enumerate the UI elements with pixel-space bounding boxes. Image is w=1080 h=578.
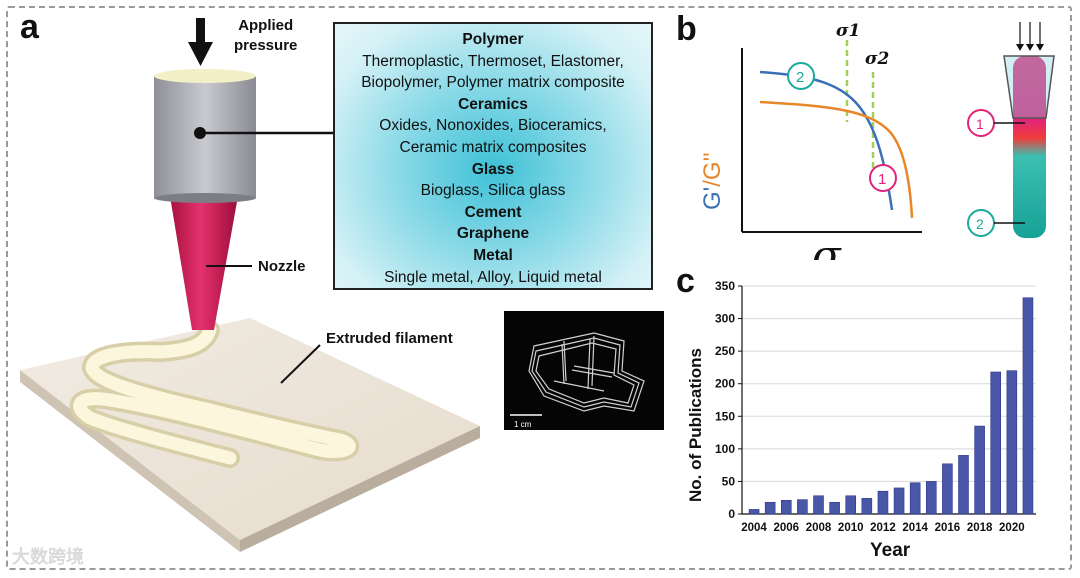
bar-2010 bbox=[845, 495, 857, 515]
g-double-prime-curve bbox=[759, 100, 914, 219]
materials-line: Thermoplastic, Thermoset, Elastomer, bbox=[362, 52, 624, 70]
x-tick-label: 2016 bbox=[935, 522, 961, 534]
printed-lattice-photo: 1 cm bbox=[504, 311, 664, 430]
schematic-marker-1-label: 1 bbox=[976, 116, 984, 132]
schematic-marker-2-label: 2 bbox=[976, 216, 984, 232]
x-tick-label: 2018 bbox=[967, 522, 993, 534]
bar-2016 bbox=[942, 463, 953, 515]
x-tick-label: 2014 bbox=[902, 522, 928, 534]
bar-2017 bbox=[958, 455, 969, 515]
x-tick-label: 2010 bbox=[838, 522, 864, 534]
bar-2014 bbox=[909, 482, 921, 515]
materials-line: Oxides, Nonoxides, Bioceramics, bbox=[379, 117, 607, 135]
g-double-prime-label: G'' bbox=[699, 152, 726, 180]
publications-bar-chart: 0 50 100 150 200 250 300 350 2004 2006 2008 2010 201… bbox=[715, 279, 1036, 534]
y-tick-label: 350 bbox=[715, 279, 735, 293]
y-sep-label: / bbox=[699, 180, 726, 187]
materials-heading: Metal bbox=[473, 246, 513, 264]
sigma1-label: σ1 bbox=[836, 21, 860, 41]
nozzle-outline bbox=[1003, 55, 1055, 119]
figure-frame bbox=[6, 6, 1072, 570]
x-axis-sigma: σ bbox=[812, 231, 842, 260]
x-tick-label: 2004 bbox=[741, 522, 767, 534]
sigma2-label: σ2 bbox=[865, 49, 890, 69]
y-tick-label: 50 bbox=[722, 474, 736, 488]
chart-y-axis-title: No. of Publications bbox=[686, 348, 705, 502]
bar-2012 bbox=[877, 490, 889, 515]
materials-line: Biopolymer, Polymer matrix composite bbox=[361, 74, 625, 92]
printer-illustration bbox=[20, 18, 480, 552]
panel-label-c: c bbox=[676, 262, 695, 300]
panel-label-b: b bbox=[676, 10, 697, 48]
watermark: 大数跨境 bbox=[12, 547, 84, 567]
bar-2005 bbox=[764, 501, 776, 515]
bar-2009 bbox=[829, 501, 840, 515]
x-tick-label: 2008 bbox=[806, 522, 832, 534]
materials-heading: Glass bbox=[471, 160, 515, 178]
y-tick-label: 0 bbox=[728, 507, 735, 521]
materials-heading: Graphene bbox=[456, 225, 530, 243]
bar-2018 bbox=[974, 425, 985, 515]
y-tick-label: 150 bbox=[715, 409, 735, 423]
bar-2021 bbox=[1022, 297, 1034, 515]
materials-box: Polymer Thermoplastic, Thermoset, Elasto… bbox=[333, 22, 653, 290]
materials-heading: Cement bbox=[464, 203, 522, 221]
bar-2020 bbox=[1006, 370, 1018, 515]
bar-2019 bbox=[990, 371, 1002, 515]
marker-1-label: 1 bbox=[878, 171, 886, 188]
marker-2 bbox=[787, 62, 815, 90]
g-prime-label: G' bbox=[699, 187, 726, 210]
fluid-column bbox=[1013, 56, 1046, 238]
y-tick-label: 300 bbox=[715, 312, 735, 326]
bar-2015 bbox=[925, 481, 937, 515]
materials-line: Ceramic matrix composites bbox=[399, 138, 587, 156]
materials-heading: Ceramics bbox=[458, 95, 528, 113]
bar-2008 bbox=[813, 495, 824, 515]
x-tick-label: 2012 bbox=[870, 522, 896, 534]
bar-2007 bbox=[797, 499, 808, 515]
nozzle-cone bbox=[170, 196, 238, 330]
materials-line: Bioglass, Silica glass bbox=[420, 182, 566, 200]
materials-heading: Polymer bbox=[462, 31, 524, 48]
scale-bar-label: 1 cm bbox=[514, 420, 532, 429]
y-tick-label: 100 bbox=[715, 442, 735, 456]
nozzle-label: Nozzle bbox=[258, 258, 306, 275]
extruded-filament-label: Extruded filament bbox=[326, 330, 453, 347]
bar-2006 bbox=[780, 500, 792, 515]
y-axis-label: G'/G'' bbox=[699, 152, 726, 210]
y-tick-label: 200 bbox=[715, 377, 735, 391]
chart-x-axis-title: Year bbox=[870, 540, 911, 561]
marker-2-label: 2 bbox=[796, 69, 804, 86]
y-tick-label: 250 bbox=[715, 344, 735, 358]
marker-1 bbox=[869, 164, 897, 192]
bar-2004 bbox=[748, 509, 760, 515]
applied-pressure-label: Applied pressure bbox=[234, 17, 298, 54]
x-tick-label: 2020 bbox=[999, 522, 1025, 534]
nozzle-schematic: 1 2 bbox=[967, 22, 1055, 238]
bar-2011 bbox=[861, 498, 873, 515]
materials-line: Single metal, Alloy, Liquid metal bbox=[384, 268, 602, 286]
panel-label-a: a bbox=[20, 8, 39, 46]
x-tick-label: 2006 bbox=[773, 522, 799, 534]
bar-2013 bbox=[893, 487, 905, 515]
pressure-arrow bbox=[188, 42, 213, 66]
syringe-barrel bbox=[154, 76, 256, 198]
rheology-plot: 2 1 σ1 σ2 σ G'/G'' bbox=[699, 21, 922, 260]
